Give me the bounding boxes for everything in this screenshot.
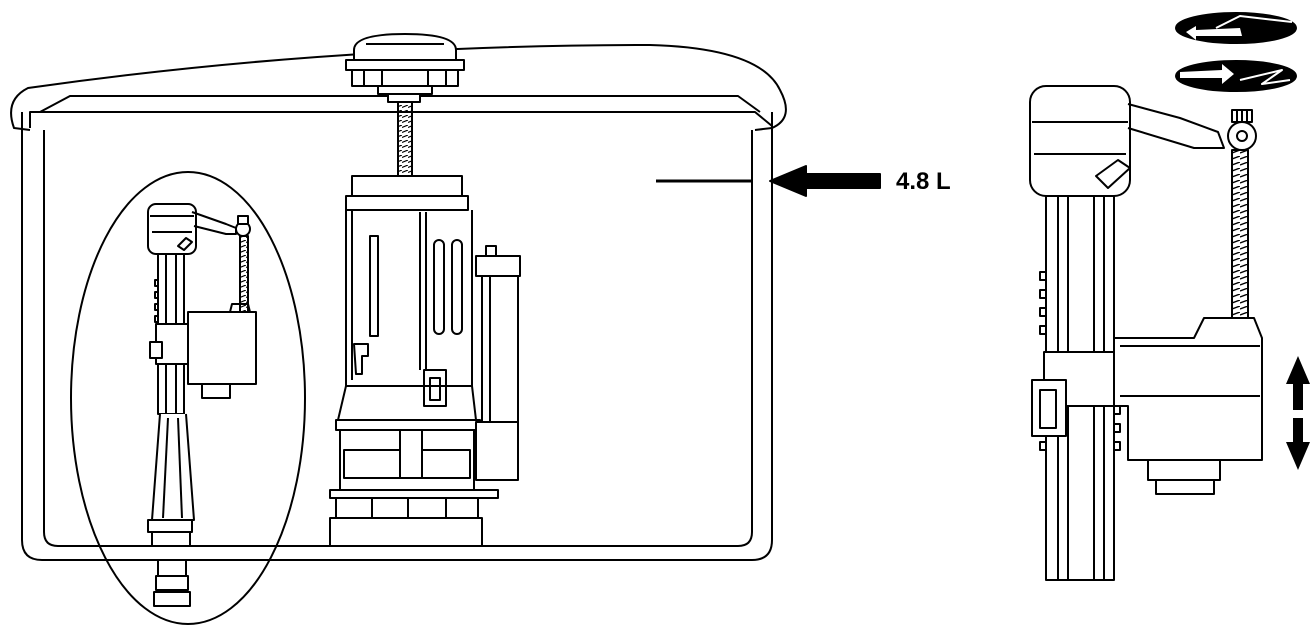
- highlight-ellipse: [70, 171, 306, 625]
- cistern-lid: [10, 44, 787, 131]
- flush-valve-icon: [329, 175, 499, 547]
- water-level-label: 4.8 L: [896, 168, 951, 195]
- up-down-arrows-icon: [1286, 356, 1310, 470]
- fill-valve-small-icon: [70, 171, 306, 625]
- push-button-icon: [345, 33, 465, 177]
- rotate-arrows-icon: [1175, 12, 1297, 92]
- fill-valve-large-icon: [1029, 85, 1263, 581]
- overflow-tube-icon: [475, 245, 521, 481]
- water-level-arrow-icon: [656, 165, 881, 197]
